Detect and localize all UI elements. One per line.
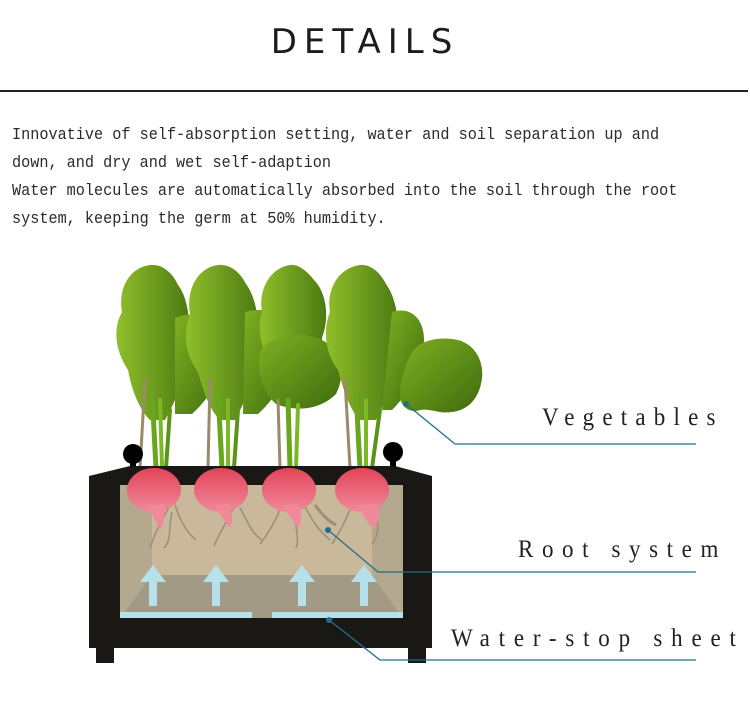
callout-leader-lines xyxy=(327,403,696,661)
description-line: Innovative of self-absorption setting, w… xyxy=(12,124,660,145)
callout-vegetables: Vegetables xyxy=(542,403,724,431)
callout-dot-vegetables xyxy=(403,401,409,407)
page-title: DETAILS xyxy=(270,22,460,62)
water-flow-arrows xyxy=(140,565,377,606)
callout-dot-water-stop-sheet xyxy=(326,617,332,623)
callout-water-stop-sheet: Water-stop sheet xyxy=(451,624,745,652)
description-line: down, and dry and wet self-adaption xyxy=(12,152,331,173)
callout-dot-root-system xyxy=(325,527,331,533)
description-line: Water molecules are automatically absorb… xyxy=(12,180,678,201)
planter-box xyxy=(89,466,432,663)
description-line: system, keeping the germ at 50% humidity… xyxy=(12,208,386,229)
roots xyxy=(149,504,379,549)
header-divider xyxy=(0,90,748,92)
description: Innovative of self-absorption setting, w… xyxy=(12,121,748,233)
vegetable-leaves xyxy=(116,264,483,471)
callout-root-system: Root system xyxy=(518,535,727,563)
radishes xyxy=(127,468,389,530)
